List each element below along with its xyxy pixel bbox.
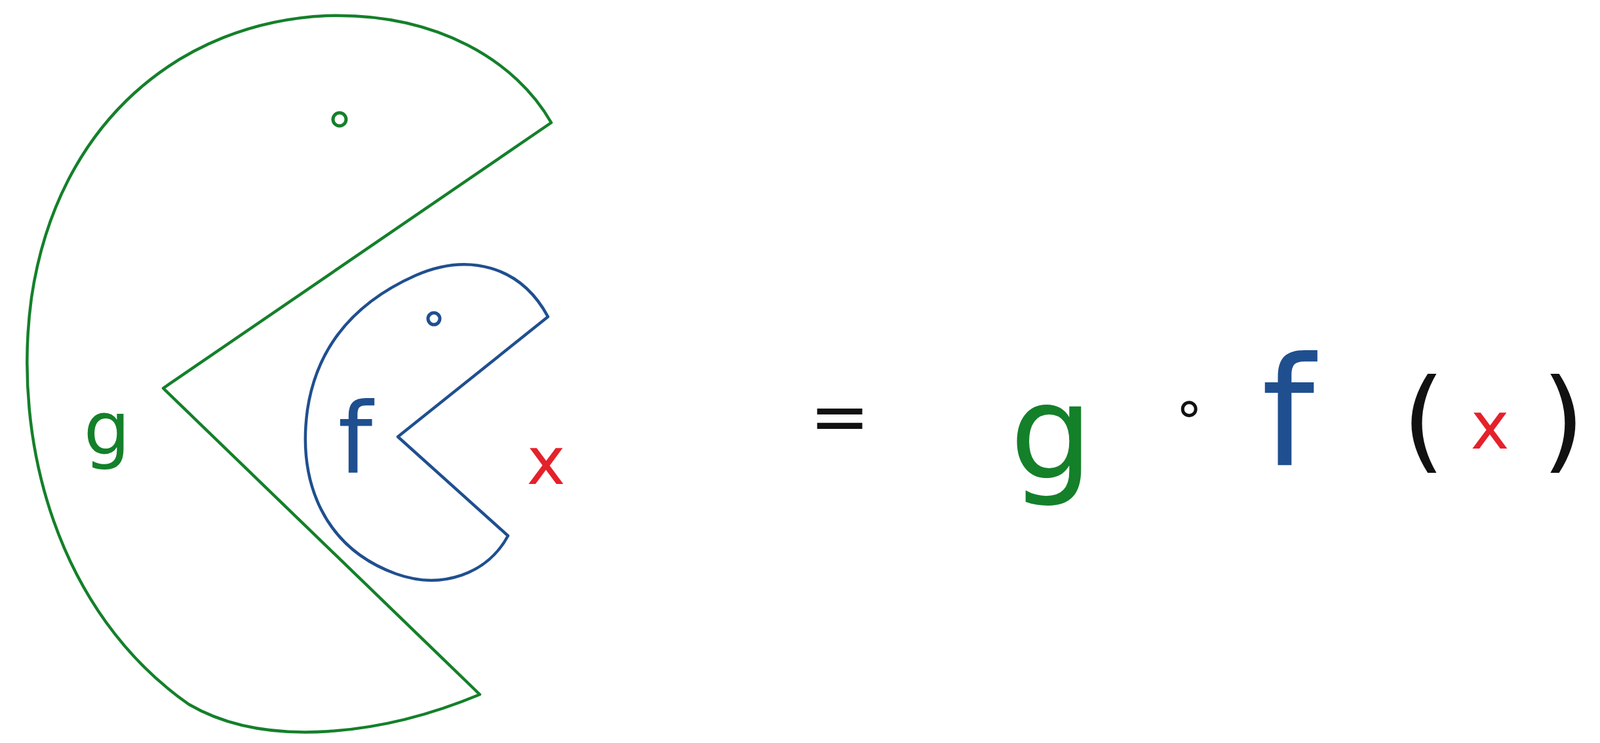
function-name: f bbox=[338, 389, 373, 488]
pacman-body bbox=[26, 15, 552, 733]
formula-symbol: x bbox=[1470, 393, 1509, 459]
function-name: g bbox=[83, 391, 130, 466]
pacman-outline bbox=[18, 22, 556, 741]
formula-symbol: x bbox=[526, 428, 566, 495]
pacman-body bbox=[305, 264, 548, 580]
formula-symbol: ∘ bbox=[1172, 381, 1206, 434]
pacman-node: gf bbox=[18, 22, 556, 741]
formula-symbol: = bbox=[809, 380, 870, 453]
formula-symbol: ( bbox=[1402, 363, 1446, 476]
formula-symbol: ) bbox=[1541, 363, 1585, 476]
pacman-node: f bbox=[304, 265, 552, 587]
formula-symbol: f bbox=[1261, 337, 1315, 489]
pacman-eye bbox=[332, 112, 347, 126]
pacman-eye bbox=[428, 312, 440, 325]
formula-symbol: g bbox=[1010, 367, 1094, 499]
